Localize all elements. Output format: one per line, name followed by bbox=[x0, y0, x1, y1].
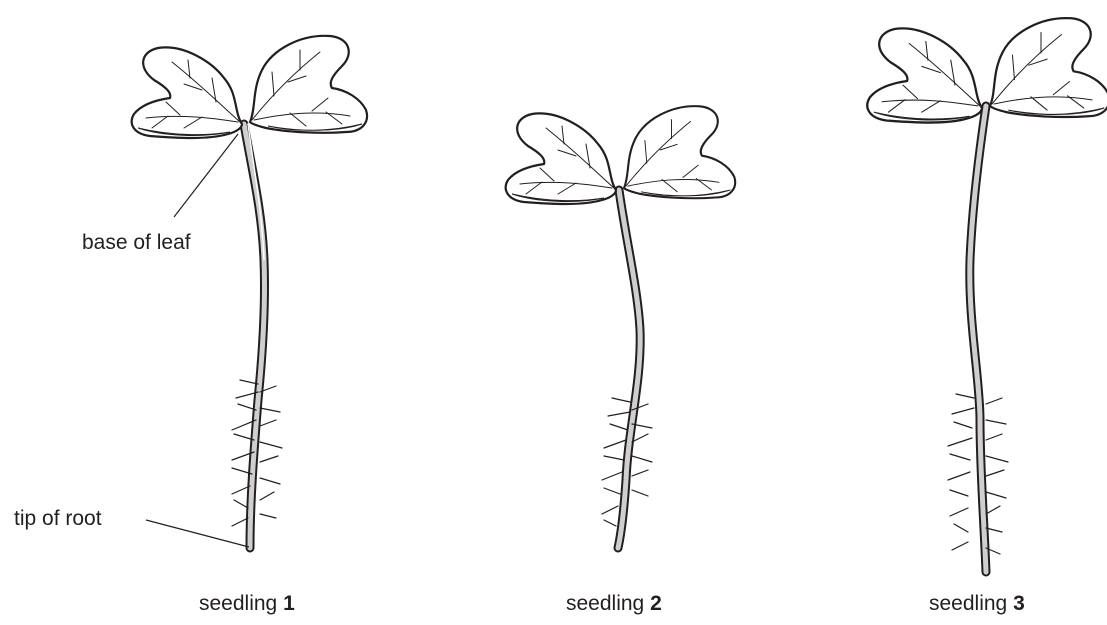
seedling-2-drawing bbox=[506, 106, 735, 548]
seedling-2-number: 2 bbox=[650, 592, 662, 615]
base-of-leaf-pointer bbox=[174, 134, 238, 217]
tip-of-root-label: tip of root bbox=[14, 507, 102, 531]
seedling-1-caption: seedling 1 bbox=[199, 592, 295, 616]
seedling-2-word: seedling bbox=[566, 592, 644, 615]
seedling-2-caption: seedling 2 bbox=[566, 592, 662, 616]
seedling-3-caption: seedling 3 bbox=[929, 592, 1025, 616]
seedling-1-word: seedling bbox=[199, 592, 277, 615]
base-of-leaf-label: base of leaf bbox=[82, 231, 191, 255]
seedling-1-drawing bbox=[132, 36, 367, 548]
seedling-1-number: 1 bbox=[283, 592, 295, 615]
seedling-3-drawing bbox=[867, 18, 1107, 572]
seedling-3-word: seedling bbox=[929, 592, 1007, 615]
seedling-3-number: 3 bbox=[1013, 592, 1025, 615]
tip-of-root-pointer bbox=[146, 520, 249, 547]
